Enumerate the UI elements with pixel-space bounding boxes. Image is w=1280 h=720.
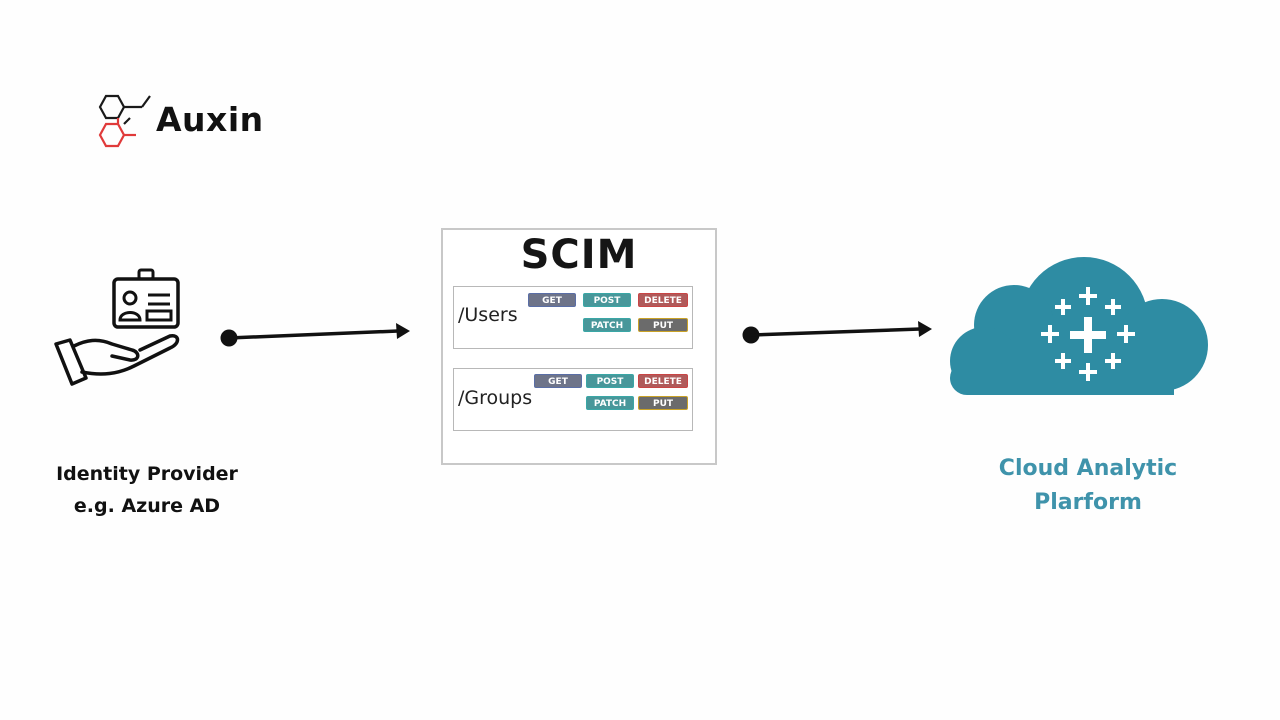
identity-hand-badge-icon: [52, 268, 184, 392]
cloud-label-line2: Plarform: [1034, 490, 1142, 515]
identity-provider-label: Identity Provider e.g. Azure AD: [30, 458, 264, 522]
method-get: GET: [528, 293, 576, 307]
cloud-label-line1: Cloud Analytic: [998, 456, 1178, 481]
method-delete: DELETE: [638, 293, 688, 307]
endpoint-path: /Groups: [458, 387, 533, 409]
auxin-logo: Auxin: [98, 90, 268, 154]
arrow-idp-to-scim: [220, 323, 410, 347]
endpoint-groups: /Groups GET POST DELETE PATCH PUT: [453, 368, 693, 431]
cloud-platform-label: Cloud Analytic Plarform: [968, 452, 1208, 520]
endpoint-users: /Users GET POST DELETE PATCH PUT: [453, 286, 693, 349]
arrow-scim-to-cloud: [742, 321, 932, 344]
identity-provider-example: e.g. Azure AD: [73, 495, 221, 517]
scim-title: SCIM: [520, 232, 638, 278]
tableau-cloud-icon: [944, 255, 1212, 397]
method-get: GET: [534, 374, 582, 388]
logo-text: Auxin: [156, 100, 264, 139]
endpoint-path: /Users: [458, 304, 518, 326]
method-post: POST: [583, 293, 631, 307]
method-post: POST: [586, 374, 634, 388]
method-patch: PATCH: [586, 396, 634, 410]
identity-provider-title: Identity Provider: [56, 463, 238, 485]
tableau-crosses: [1041, 287, 1135, 381]
scim-panel: SCIM /Users GET POST DELETE PATCH PUT /G…: [441, 228, 717, 465]
method-put: PUT: [638, 318, 688, 332]
hexagon-molecule-icon: [98, 94, 151, 148]
method-delete: DELETE: [638, 374, 688, 388]
method-patch: PATCH: [583, 318, 631, 332]
method-put: PUT: [638, 396, 688, 410]
